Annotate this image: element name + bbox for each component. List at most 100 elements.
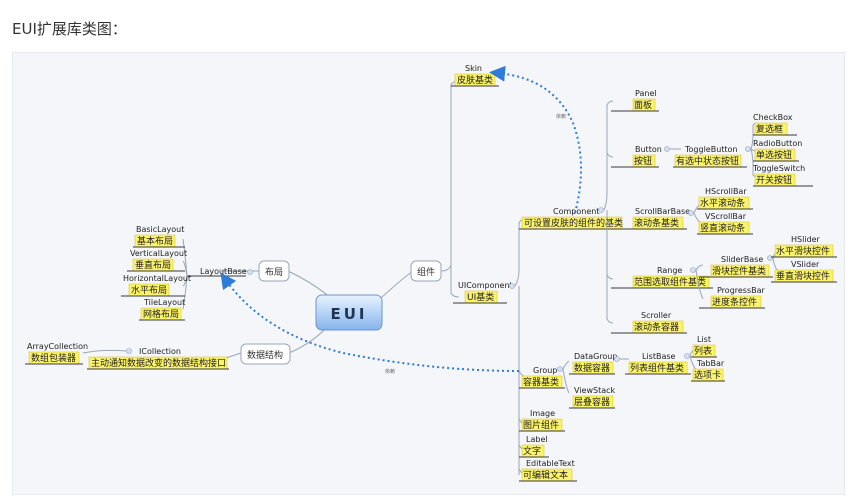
svg-text:Panel: Panel bbox=[635, 89, 657, 98]
center-label: EUI bbox=[330, 305, 367, 323]
svg-text:层叠容器: 层叠容器 bbox=[574, 396, 610, 408]
svg-text:基本布局: 基本布局 bbox=[137, 235, 173, 247]
svg-text:范围选取组件基类: 范围选取组件基类 bbox=[634, 276, 706, 288]
svg-text:Button: Button bbox=[635, 145, 662, 154]
center-node-eui[interactable]: EUI bbox=[315, 294, 383, 331]
node-component[interactable]: Component 可设置皮肤的组件的基类 bbox=[519, 207, 625, 230]
layout-children-connector bbox=[182, 238, 188, 310]
node-slider-base[interactable]: SliderBase 滑块控件基类 bbox=[699, 255, 773, 278]
svg-text:数据结构: 数据结构 bbox=[247, 349, 283, 361]
node-ui-component[interactable]: UIComponent UI基类 bbox=[453, 281, 515, 304]
svg-text:竖直滚动条: 竖直滚动条 bbox=[700, 222, 745, 234]
node-range[interactable]: Range 范围选取组件基类 bbox=[611, 266, 713, 289]
node-horizontal-layout[interactable]: HorizontalLayout 水平布局 bbox=[121, 274, 191, 297]
node-view-stack[interactable]: ViewStack 层叠容器 bbox=[569, 386, 616, 409]
node-hscroll-bar[interactable]: HScrollBar 水平滚动条 bbox=[697, 187, 753, 210]
svg-text:VerticalLayout: VerticalLayout bbox=[130, 249, 187, 258]
node-array-collection[interactable]: ArrayCollection 数组包装器 bbox=[25, 342, 88, 365]
svg-text:CheckBox: CheckBox bbox=[753, 113, 793, 122]
svg-text:LayoutBase: LayoutBase bbox=[200, 267, 247, 276]
branch-layout bbox=[287, 270, 332, 299]
svg-text:可编辑文本: 可编辑文本 bbox=[523, 469, 568, 481]
svg-text:Image: Image bbox=[530, 409, 555, 418]
node-panel[interactable]: Panel 面板 bbox=[611, 89, 659, 112]
node-vslider[interactable]: VSlider 垂直滑块控件 bbox=[771, 260, 837, 283]
node-progress-bar[interactable]: ProgressBar 进度条控件 bbox=[699, 286, 766, 309]
svg-text:Label: Label bbox=[526, 435, 548, 444]
svg-text:组件: 组件 bbox=[417, 266, 435, 278]
svg-text:滚动条容器: 滚动条容器 bbox=[634, 321, 679, 333]
svg-text:布局: 布局 bbox=[265, 266, 283, 278]
node-basic-layout[interactable]: BasicLayout 基本布局 bbox=[133, 225, 185, 248]
node-icollection[interactable]: ICollection 主动通知数据改变的数据结构接口 bbox=[87, 347, 229, 370]
svg-text:Skin: Skin bbox=[465, 64, 482, 73]
node-layout-base[interactable]: LayoutBase bbox=[187, 267, 253, 277]
node-scroll-bar-base[interactable]: ScrollBarBase 滚动条基类 bbox=[611, 207, 694, 230]
node-editable-text[interactable]: EditableText 可编辑文本 bbox=[519, 459, 577, 482]
relation-label-skin: 依赖 bbox=[556, 113, 566, 120]
svg-text:列表组件基类: 列表组件基类 bbox=[630, 362, 684, 374]
svg-text:有选中状态按钮: 有选中状态按钮 bbox=[676, 155, 739, 167]
node-image[interactable]: Image 图片组件 bbox=[519, 409, 565, 432]
svg-text:RadioButton: RadioButton bbox=[753, 139, 802, 148]
svg-text:文字: 文字 bbox=[523, 445, 541, 457]
svg-text:DataGroup: DataGroup bbox=[574, 352, 617, 361]
node-skin[interactable]: Skin 皮肤基类 bbox=[451, 64, 499, 87]
node-vscroll-bar[interactable]: VScrollBar 竖直滚动条 bbox=[697, 212, 753, 235]
svg-text:ProgressBar: ProgressBar bbox=[717, 286, 766, 295]
node-toggle-switch[interactable]: ToggleSwitch 开关按钮 bbox=[752, 164, 813, 187]
node-tab-bar[interactable]: TabBar 选项卡 bbox=[691, 359, 725, 382]
bubble-layout[interactable]: 布局 bbox=[258, 260, 290, 282]
page-title: EUI扩展库类图： bbox=[12, 20, 127, 38]
svg-text:Group: Group bbox=[533, 366, 557, 375]
svg-text:列表: 列表 bbox=[694, 345, 712, 357]
node-list-base[interactable]: ListBase 列表组件基类 bbox=[625, 352, 691, 375]
svg-text:垂直滑块控件: 垂直滑块控件 bbox=[776, 270, 830, 282]
svg-text:ViewStack: ViewStack bbox=[574, 386, 616, 395]
svg-text:单选按钮: 单选按钮 bbox=[756, 149, 792, 161]
svg-text:滑块控件基类: 滑块控件基类 bbox=[712, 265, 766, 277]
node-hslider[interactable]: HSlider 水平滑块控件 bbox=[771, 235, 837, 258]
node-label[interactable]: Label 文字 bbox=[519, 435, 549, 458]
svg-text:HorizontalLayout: HorizontalLayout bbox=[123, 274, 191, 283]
svg-text:容器基类: 容器基类 bbox=[523, 376, 559, 388]
svg-text:数组包装器: 数组包装器 bbox=[31, 352, 76, 364]
svg-text:进度条控件: 进度条控件 bbox=[712, 296, 757, 308]
relation-label-icollection: 依赖 bbox=[385, 368, 395, 375]
svg-text:水平滚动条: 水平滚动条 bbox=[700, 197, 745, 209]
node-data-group[interactable]: DataGroup 数据容器 bbox=[569, 352, 620, 375]
svg-text:ArrayCollection: ArrayCollection bbox=[27, 342, 88, 351]
svg-text:EditableText: EditableText bbox=[526, 459, 575, 468]
node-list[interactable]: List 列表 bbox=[691, 335, 717, 358]
bubble-data-structure[interactable]: 数据结构 bbox=[240, 343, 291, 365]
svg-text:开关按钮: 开关按钮 bbox=[756, 174, 792, 186]
node-checkbox[interactable]: CheckBox 复选框 bbox=[753, 113, 797, 136]
svg-text:ToggleSwitch: ToggleSwitch bbox=[752, 164, 805, 173]
node-toggle-button[interactable]: ToggleButton 有选中状态按钮 bbox=[673, 145, 751, 168]
bubble-components[interactable]: 组件 bbox=[410, 260, 442, 282]
node-group[interactable]: Group 容器基类 bbox=[519, 366, 565, 389]
svg-text:ListBase: ListBase bbox=[642, 352, 676, 361]
svg-text:VSlider: VSlider bbox=[791, 260, 820, 269]
branch-components bbox=[380, 270, 414, 299]
svg-text:BasicLayout: BasicLayout bbox=[136, 225, 184, 234]
svg-text:垂直布局: 垂直布局 bbox=[135, 259, 171, 271]
relation-group-to-icollection bbox=[220, 272, 520, 372]
node-radio-button[interactable]: RadioButton 单选按钮 bbox=[753, 139, 802, 162]
svg-text:数据容器: 数据容器 bbox=[574, 362, 610, 374]
svg-text:UI基类: UI基类 bbox=[467, 291, 494, 303]
node-tile-layout[interactable]: TileLayout 网格布局 bbox=[139, 298, 185, 321]
svg-text:ICollection: ICollection bbox=[139, 347, 181, 356]
svg-text:水平布局: 水平布局 bbox=[131, 284, 167, 296]
node-button[interactable]: Button 按钮 bbox=[611, 145, 670, 168]
node-vertical-layout[interactable]: VerticalLayout 垂直布局 bbox=[127, 249, 187, 272]
svg-text:Scroller: Scroller bbox=[641, 311, 672, 320]
svg-text:ToggleButton: ToggleButton bbox=[684, 145, 738, 154]
class-diagram: EUI 布局 数据结构 组件 LayoutBase BasicLayout 基本… bbox=[25, 64, 837, 482]
node-scroller[interactable]: Scroller 滚动条容器 bbox=[611, 311, 687, 334]
svg-text:网格布局: 网格布局 bbox=[143, 308, 179, 320]
svg-text:按钮: 按钮 bbox=[634, 155, 652, 167]
svg-text:UIComponent: UIComponent bbox=[458, 281, 513, 290]
svg-text:主动通知数据改变的数据结构接口: 主动通知数据改变的数据结构接口 bbox=[91, 357, 226, 369]
svg-text:TileLayout: TileLayout bbox=[143, 298, 185, 307]
